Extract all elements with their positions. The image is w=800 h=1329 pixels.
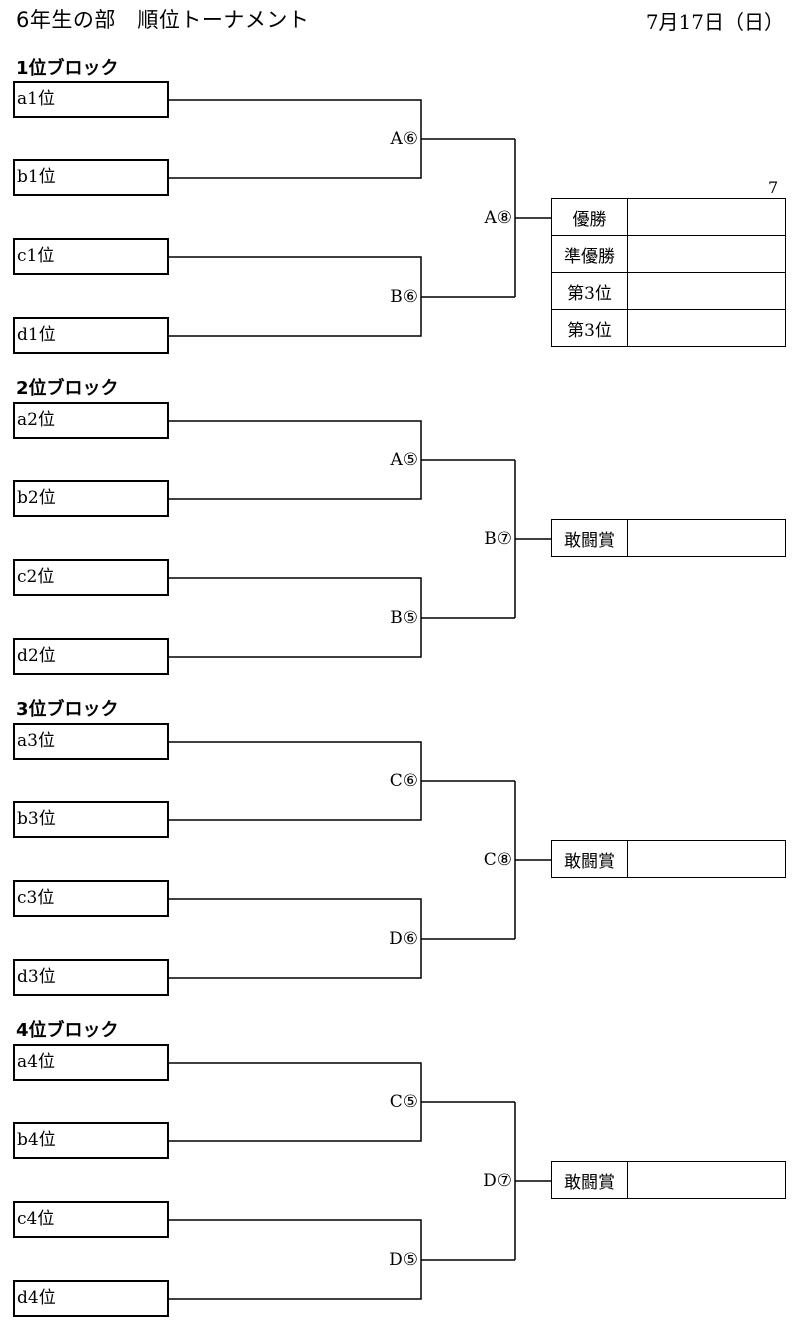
team-slot: c4位: [13, 1201, 169, 1238]
block-label-3: 3位ブロック: [16, 699, 119, 720]
match-label: D⑤: [389, 1250, 418, 1270]
bracket-block-1: [169, 99, 552, 337]
team-slot: d2位: [13, 638, 169, 675]
team-slot: a4位: [13, 1044, 169, 1081]
page-title: 6年生の部 順位トーナメント: [16, 8, 310, 32]
result-label: 敢闘賞: [551, 1161, 628, 1199]
bracket-block-4: [169, 1062, 552, 1300]
bracket-block-3: [169, 741, 552, 979]
result-label: 優勝: [551, 198, 628, 236]
result-label: 敢闘賞: [551, 519, 628, 557]
result-value: [627, 272, 786, 310]
block-label-4: 4位ブロック: [16, 1020, 119, 1041]
match-label: B⑦: [484, 529, 512, 549]
result-label: 敢闘賞: [551, 840, 628, 878]
team-slot: d4位: [13, 1280, 169, 1317]
results-table-block-1: 優勝 準優勝 第3位 第3位: [551, 198, 786, 347]
block-label-2: 2位ブロック: [16, 378, 119, 399]
result-value: [627, 840, 786, 878]
team-slot: c1位: [13, 238, 169, 275]
match-label: B⑤: [390, 608, 418, 628]
match-label: A⑥: [390, 129, 418, 149]
corner-number: 7: [768, 178, 779, 197]
result-value: [627, 198, 786, 236]
team-slot: a1位: [13, 81, 169, 118]
result-label: 第3位: [551, 309, 628, 347]
team-slot: a2位: [13, 402, 169, 439]
result-label: 第3位: [551, 272, 628, 310]
team-slot: c2位: [13, 559, 169, 596]
match-label: C⑥: [389, 771, 418, 791]
result-value: [627, 1161, 786, 1199]
match-label: D⑥: [389, 929, 418, 949]
event-date: 7月17日（日）: [645, 10, 784, 34]
match-label: A⑤: [390, 450, 418, 470]
result-value: [627, 309, 786, 347]
team-slot: c3位: [13, 880, 169, 917]
bracket-block-2: [169, 420, 552, 658]
block-label-1: 1位ブロック: [16, 58, 119, 79]
results-table-block-2: 敢闘賞: [551, 519, 786, 557]
team-slot: b3位: [13, 801, 169, 838]
team-slot: d1位: [13, 317, 169, 354]
team-slot: d3位: [13, 959, 169, 996]
match-label: C⑧: [483, 850, 512, 870]
match-label: A⑧: [484, 208, 512, 228]
result-value: [627, 519, 786, 557]
match-label: C⑤: [389, 1092, 418, 1112]
match-label: B⑥: [390, 287, 418, 307]
result-value: [627, 235, 786, 273]
team-slot: a3位: [13, 723, 169, 760]
team-slot: b2位: [13, 480, 169, 517]
result-label: 準優勝: [551, 235, 628, 273]
match-label: D⑦: [483, 1171, 512, 1191]
team-slot: b4位: [13, 1122, 169, 1159]
team-slot: b1位: [13, 159, 169, 196]
results-table-block-4: 敢闘賞: [551, 1161, 786, 1199]
results-table-block-3: 敢闘賞: [551, 840, 786, 878]
